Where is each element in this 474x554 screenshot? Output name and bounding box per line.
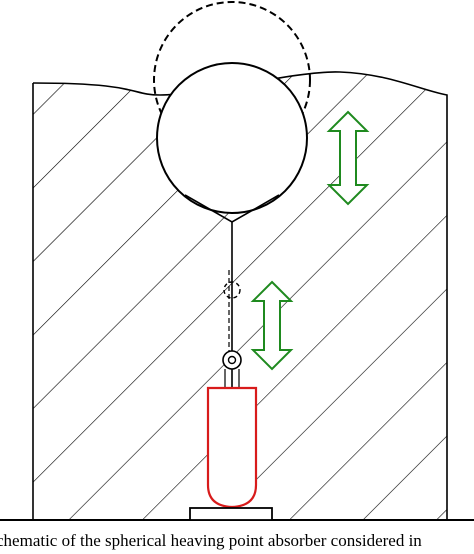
joint-displaced-dashed bbox=[223, 281, 241, 299]
heave-arrow-pto bbox=[250, 280, 294, 371]
figure-caption: chematic of the spherical heaving point … bbox=[0, 531, 422, 550]
heave-arrow-buoy bbox=[326, 110, 370, 206]
buoy-sphere bbox=[156, 62, 308, 214]
base-plate bbox=[189, 507, 273, 521]
joint-ring bbox=[222, 350, 242, 370]
pto-cylinder bbox=[206, 386, 258, 509]
